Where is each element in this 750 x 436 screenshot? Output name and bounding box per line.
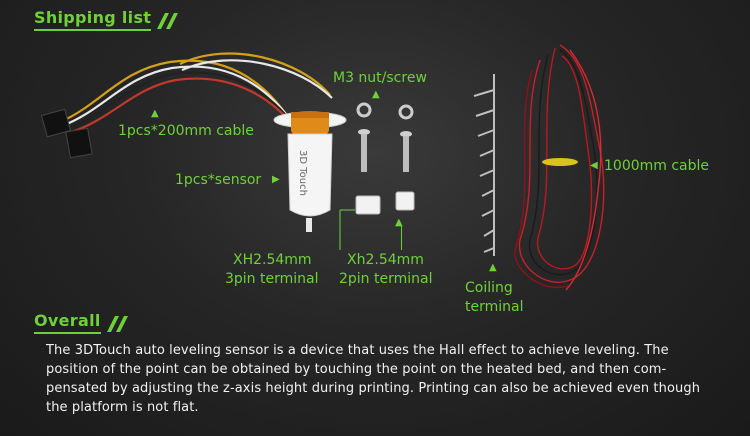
double-slash-icon: [106, 316, 128, 332]
nut-screw-image: [356, 102, 414, 172]
overall-description: The 3DTouch auto leveling sensor is a de…: [46, 343, 701, 415]
triangle-pointer-icon: ▲: [395, 217, 403, 228]
cable200-label: 1pcs*200mm cable: [118, 123, 254, 139]
terminal-housings-image: [355, 191, 415, 215]
xh2-label-line2: 2pin terminal: [339, 271, 433, 287]
coiling-label-line2: terminal: [465, 299, 524, 315]
coiling-terminal-image: [473, 74, 495, 256]
shipping-list-header: Shipping list: [34, 8, 183, 31]
xh2-label-line1: Xh2.54mm: [347, 252, 424, 268]
long-cable-coil-image: [514, 44, 605, 291]
sensor-label: 1pcs*sensor: [175, 172, 262, 188]
overall-title: Overall: [34, 311, 101, 334]
m3-label: M3 nut/screw: [333, 70, 427, 86]
xh3-label-line2: 3pin terminal: [225, 271, 319, 287]
triangle-pointer-icon: ▶: [272, 174, 280, 185]
short-cable-image: [59, 52, 333, 136]
shipping-list-title: Shipping list: [34, 8, 152, 31]
cable-connectors-image: [40, 108, 93, 159]
double-slash-icon: [157, 13, 179, 29]
sensor-body-text: 3D Touch: [297, 150, 308, 196]
triangle-pointer-icon: ▲: [489, 262, 497, 273]
sensor-image: 3D Touch: [273, 111, 347, 232]
triangle-pointer-icon: ▲: [372, 89, 380, 100]
overall-header: Overall: [34, 311, 133, 334]
cable1000-label: 1000mm cable: [604, 158, 710, 174]
coiling-label-line1: Coiling: [465, 280, 513, 296]
xh3-label-line1: XH2.54mm: [233, 252, 312, 268]
triangle-pointer-icon: ▲: [151, 108, 159, 119]
triangle-pointer-icon: ◀: [590, 160, 598, 171]
